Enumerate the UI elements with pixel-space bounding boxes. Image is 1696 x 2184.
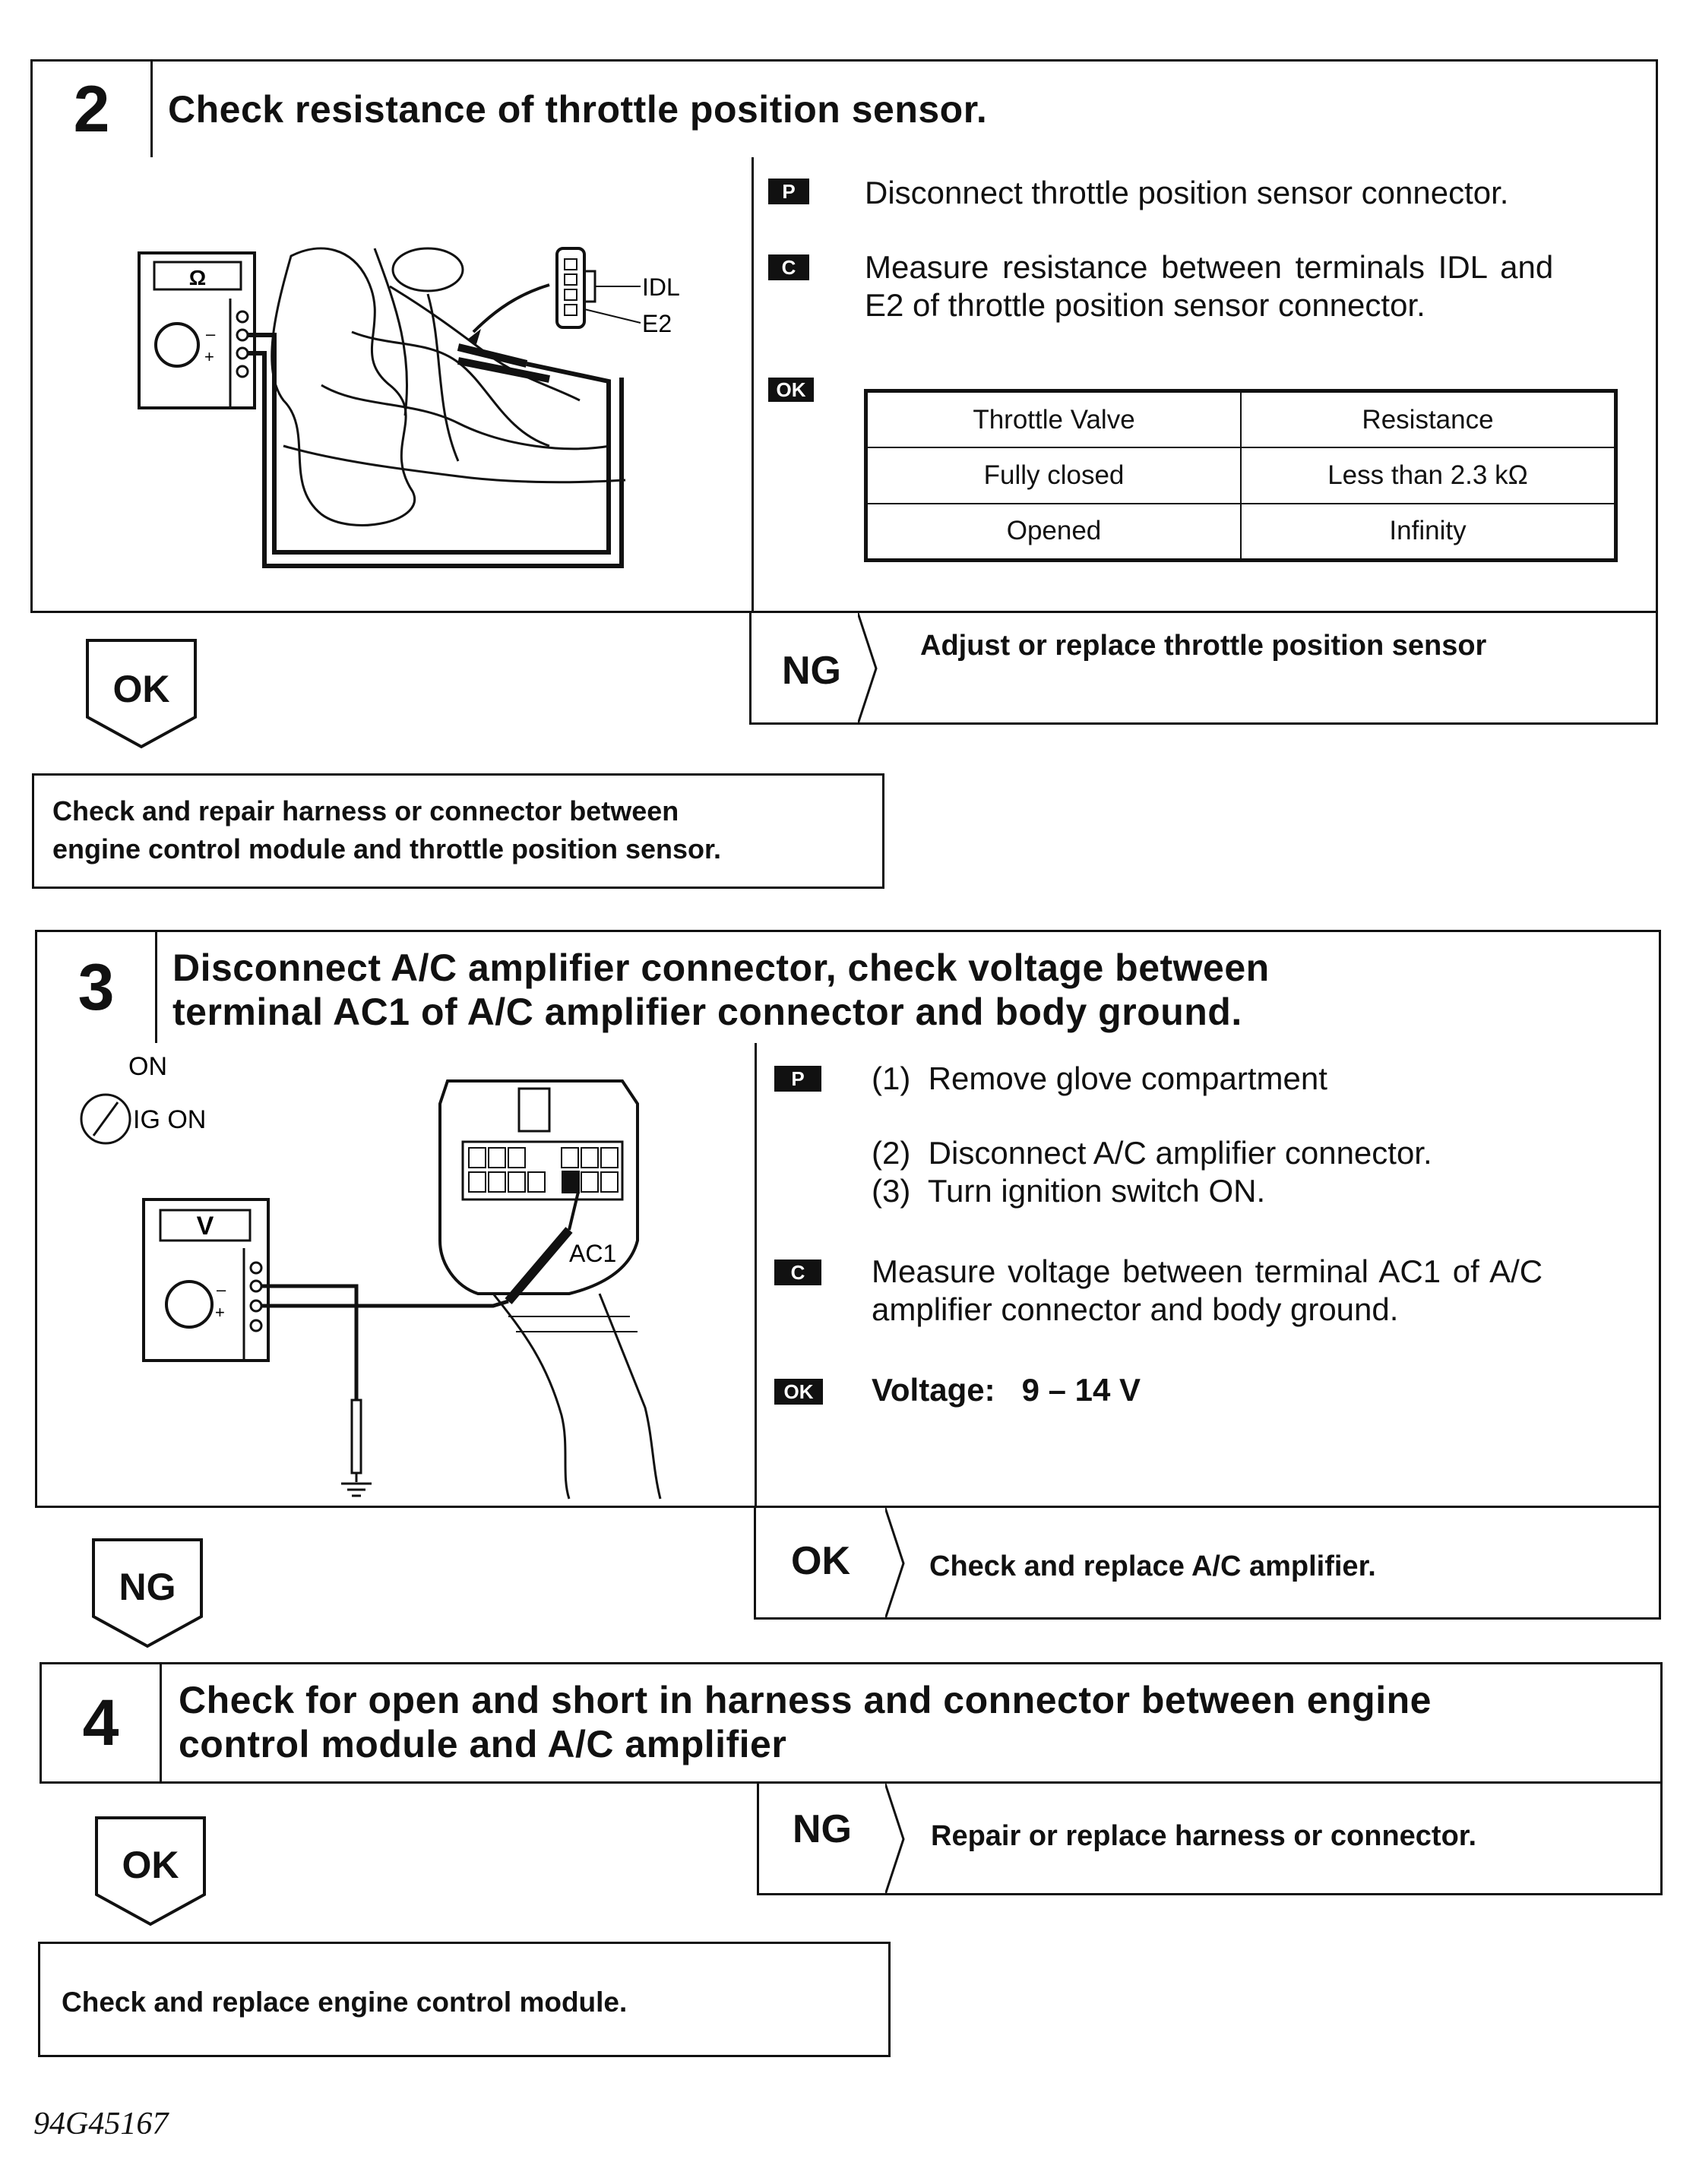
check-text-line1: Measure resistance between terminals IDL…: [865, 249, 1554, 285]
ok-shield-label: OK: [112, 668, 170, 710]
step3-body: ON IG ON V – +: [35, 1043, 1661, 1508]
step3-ok-result: OK Check and replace A/C amplifier.: [754, 1506, 1661, 1620]
check-badge: C: [768, 254, 809, 280]
ng-action: Adjust or replace throttle position sens…: [920, 630, 1487, 662]
ng-shield-icon: [92, 1538, 203, 1648]
table-cell: Less than 2.3 kΩ: [1240, 447, 1615, 504]
pane-divider: [755, 1043, 757, 1508]
ok-shield-label: OK: [122, 1844, 179, 1886]
figure-reference: 94G45167: [33, 2107, 169, 2141]
svg-text:–: –: [206, 324, 216, 343]
diagram-pane: ON IG ON V – +: [37, 1043, 755, 1503]
prep-badge: P: [774, 1066, 821, 1092]
step-title-line2: terminal AC1 of A/C amplifier connector …: [172, 991, 1242, 1033]
chevron-divider-icon: [885, 1508, 905, 1619]
table-header-cell: Resistance: [1240, 390, 1615, 449]
svg-text:+: +: [215, 1303, 225, 1322]
step4-header: 4 Check for open and short in harness an…: [40, 1662, 1663, 1784]
prep-step1: (1) Remove glove compartment: [872, 1060, 1327, 1096]
step-title: Check resistance of throttle position se…: [168, 88, 988, 131]
ok-action: Check and replace A/C amplifier.: [929, 1550, 1376, 1582]
ok-label: OK: [791, 1539, 850, 1583]
ac1-label: AC1: [569, 1240, 616, 1267]
prep-step2: (2) Disconnect A/C amplifier connector.: [872, 1135, 1432, 1171]
table-row: Fully closed Less than 2.3 kΩ: [866, 447, 1615, 504]
step-number: 2: [33, 62, 153, 157]
volt-symbol: V: [197, 1212, 214, 1241]
chevron-divider-icon: [858, 613, 878, 724]
svg-text:+: +: [204, 347, 214, 366]
check-text-line1: Measure voltage between terminal AC1 of …: [872, 1253, 1543, 1289]
ok-shield-icon: [95, 1816, 206, 1926]
step4-final-box: Check and replace engine control module.: [38, 1942, 891, 2057]
check-text-line2: E2 of throttle position sensor connector…: [865, 287, 1425, 323]
ok-shield-icon: [86, 639, 197, 749]
final-box-text: Check and replace engine control module.: [62, 1986, 628, 2018]
prep-text: Disconnect throttle position sensor conn…: [865, 175, 1509, 210]
step-number: 4: [42, 1664, 162, 1781]
table-header-row: Throttle Valve Resistance: [866, 390, 1615, 449]
ng-label: NG: [793, 1807, 852, 1851]
prep-badge: P: [768, 179, 809, 204]
ng-shield-label: NG: [119, 1566, 176, 1608]
step-title-line1: Check for open and short in harness and …: [179, 1679, 1432, 1721]
ig-on-label: IG ON: [133, 1105, 206, 1134]
step-title-line2: control module and A/C amplifier: [179, 1723, 787, 1765]
ok-badge: OK: [774, 1379, 823, 1405]
voltage-spec: Voltage: 9 – 14 V: [872, 1372, 1141, 1408]
diagram-pane: Ω – +: [33, 157, 751, 608]
step2-body: Ω – +: [30, 157, 1658, 613]
step2-next-box: Check and repair harness or connector be…: [32, 773, 884, 889]
table-cell: Fully closed: [866, 447, 1242, 504]
table-row: Opened Infinity: [866, 502, 1615, 561]
check-badge: C: [774, 1260, 821, 1285]
ohm-symbol: Ω: [189, 266, 206, 289]
voltmeter-diagram: ON IG ON V – +: [80, 1052, 662, 1500]
step2-ng-result: NG Adjust or replace throttle position s…: [749, 611, 1658, 725]
table-cell: Opened: [866, 502, 1242, 561]
ng-action: Repair or replace harness or connector.: [931, 1820, 1477, 1852]
ignition-switch-icon: [80, 1093, 131, 1145]
ok-badge: OK: [768, 378, 814, 402]
chevron-divider-icon: [885, 1784, 905, 1895]
resistance-table: Throttle Valve Resistance Fully closed L…: [864, 389, 1618, 562]
table-header-cell: Throttle Valve: [866, 390, 1242, 449]
step-number: 3: [37, 932, 157, 1043]
step3-header: 3 Disconnect A/C amplifier connector, ch…: [35, 930, 1661, 1045]
e2-label: E2: [642, 310, 672, 337]
ng-label: NG: [782, 649, 841, 693]
prep-step3: (3) Turn ignition switch ON.: [872, 1173, 1266, 1209]
table-cell: Infinity: [1240, 502, 1615, 561]
next-box-line1: Check and repair harness or connector be…: [52, 795, 679, 827]
voltmeter-icon: [142, 1198, 270, 1362]
svg-text:–: –: [217, 1280, 226, 1299]
step4-ng-result: NG Repair or replace harness or connecto…: [757, 1781, 1663, 1895]
ohmmeter-icon: [138, 251, 256, 409]
step-title-line1: Disconnect A/C amplifier connector, chec…: [172, 947, 1270, 989]
step2-header: 2 Check resistance of throttle position …: [30, 59, 1658, 160]
check-text-line2: amplifier connector and body ground.: [872, 1291, 1399, 1327]
pane-divider: [751, 157, 754, 613]
ac1-terminal: [562, 1171, 580, 1193]
next-box-line2: engine control module and throttle posit…: [52, 833, 722, 864]
switch-on-label: ON: [128, 1052, 167, 1081]
ohmmeter-diagram: Ω – +: [138, 247, 680, 568]
idl-label: IDL: [642, 273, 680, 301]
